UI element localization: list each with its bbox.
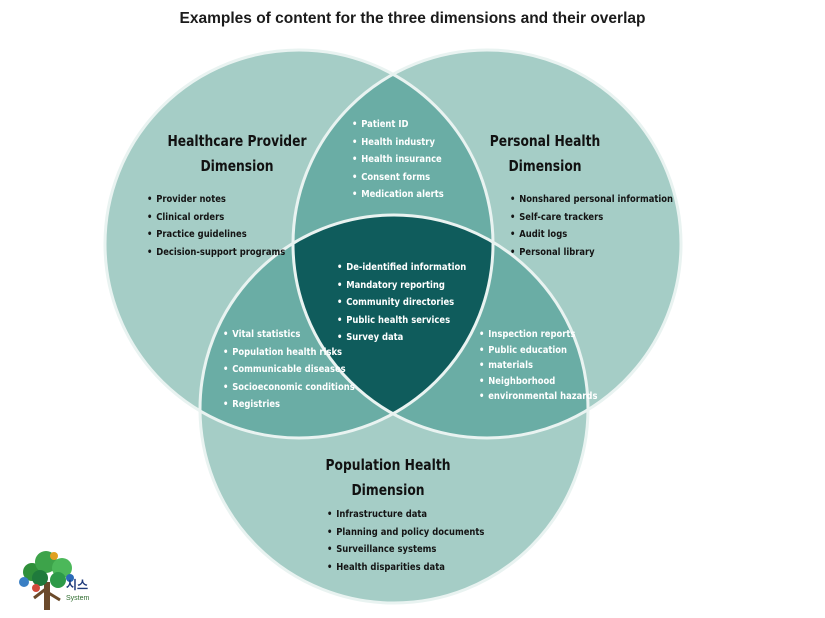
healthcare-provider-title: Healthcare Provider Dimension [167,132,307,175]
list-item: Self-care trackers [510,209,673,227]
logo-text: 시스 [66,578,89,592]
provider-population-list: Vital statistics Population health risks… [223,326,380,414]
population-health-list: Infrastructure data Planning and policy … [327,506,514,576]
logo-subtext: System [66,595,90,602]
healthcare-provider-list: Provider notes Clinical orders Practice … [147,191,312,261]
list-item: Nonshared personal information [510,191,673,209]
list-item: Inspection reports [479,327,597,343]
list-item: Communicable diseases [223,361,355,379]
tree-logo-icon [19,551,74,610]
list-item: environmental hazards [479,389,597,405]
list-item: Vital statistics [223,326,355,344]
circle-outlines [103,48,683,605]
list-item: Clinical orders [147,209,285,227]
provider-personal-list: Patient ID Health industry Health insura… [352,116,461,204]
list-item: Infrastructure data [327,506,484,524]
list-item: Consent forms [352,169,444,187]
personal-health-title: Personal Health Dimension [489,132,601,175]
personal-population-list: Inspection reports Public education mate… [479,327,620,405]
list-item: Socioeconomic conditions [223,379,355,397]
diagram-title: Examples of content for the three dimens… [179,10,646,27]
list-item: Public health services [337,312,466,330]
list-item: Population health risks [223,344,355,362]
list-item: materials [479,358,597,374]
list-item: Mandatory reporting [337,277,466,295]
population-health-title: Population Health Dimension [325,456,451,499]
list-item: Community directories [337,294,466,312]
list-item: Patient ID [352,116,444,134]
list-item: Decision-support programs [147,244,285,262]
list-item: Health insurance [352,151,444,169]
list-item: Audit logs [510,226,673,244]
list-item: Surveillance systems [327,541,484,559]
list-item: Neighborhood [479,374,597,390]
list-item: Registries [223,396,355,414]
list-item: Planning and policy documents [327,524,484,542]
list-item: Health industry [352,134,444,152]
list-item: De-identified information [337,259,466,277]
list-item: Health disparities data [327,559,484,577]
list-item: Personal library [510,244,673,262]
list-item: Medication alerts [352,186,444,204]
list-item: Public education [479,343,597,359]
personal-health-list: Nonshared personal information Self-care… [510,191,704,261]
list-item: Practice guidelines [147,226,285,244]
list-item: Provider notes [147,191,285,209]
